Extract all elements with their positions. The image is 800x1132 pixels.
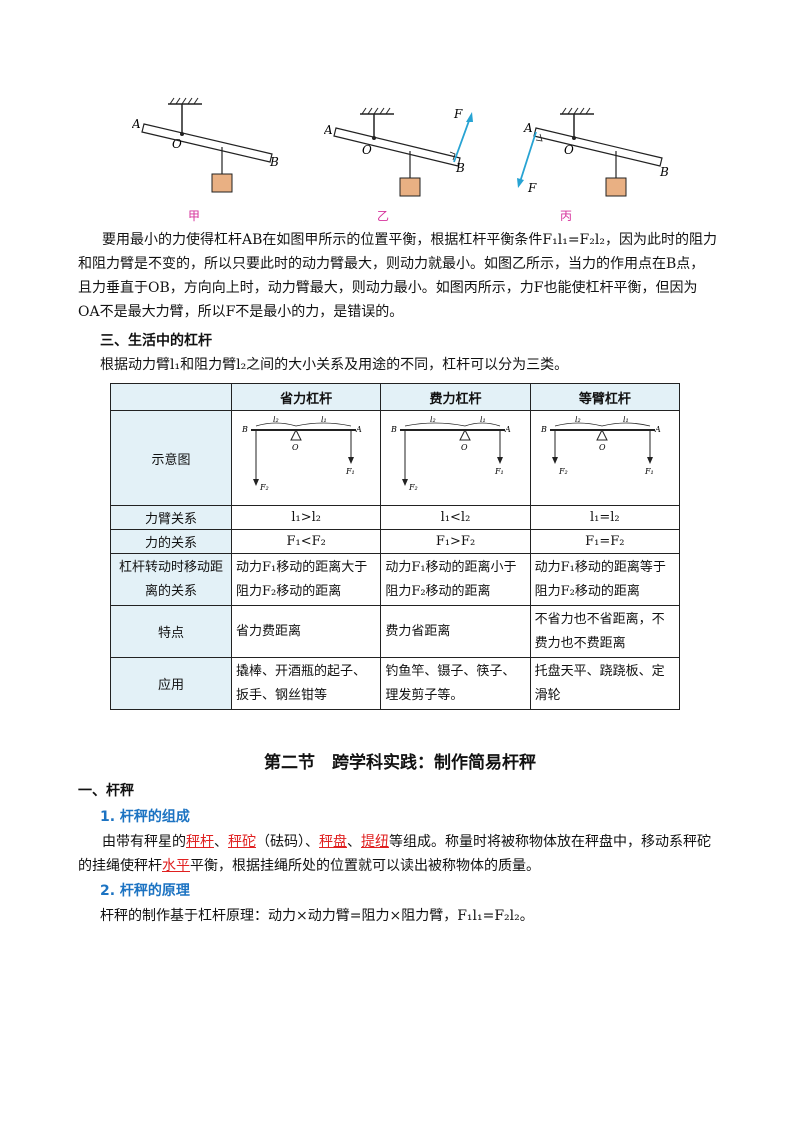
svg-text:O: O (599, 443, 606, 452)
cell-features-costing: 费力省距离 (380, 605, 531, 658)
label-a: A (523, 121, 533, 135)
label-o: O (172, 137, 182, 151)
cell-distance-costing: 动力F₁移动的距离小于阻力F₂移动的距离 (380, 553, 531, 606)
cell-arm-equal: l₁=l₂ (529, 505, 681, 530)
header-blank (110, 383, 232, 411)
svg-text:l₁: l₁ (480, 416, 486, 424)
label-f: F (453, 107, 463, 121)
cell-force-equal: F₁=F₂ (529, 529, 681, 554)
svg-text:l₂: l₂ (575, 416, 581, 424)
svg-text:A: A (504, 425, 511, 434)
term-counterweight: 秤砣 (228, 834, 256, 850)
row-label-diagram: 示意图 (110, 410, 232, 506)
header-force-costing: 费力杠杆 (380, 383, 531, 411)
cell-distance-equal: 动力F₁移动的距离等于阻力F₂移动的距离 (529, 553, 681, 606)
svg-text:B: B (390, 425, 397, 434)
svg-text:l₂: l₂ (273, 416, 279, 424)
svg-text:l₂: l₂ (430, 416, 436, 424)
caption-jia: 甲 (188, 209, 201, 223)
svg-text:F₂: F₂ (259, 483, 269, 492)
paragraph-principle: 杆秤的制作基于杠杆原理：动力×动力臂=阻力×阻力臂，F₁l₁=F₂l₂。 (100, 908, 534, 924)
figure-jia: A O B (132, 97, 279, 193)
svg-text:F₁: F₁ (644, 467, 654, 476)
figure-bing: A O B F (517, 107, 669, 197)
cell-distance-saving: 动力F₁移动的距离大于阻力F₂移动的距离 (230, 553, 382, 606)
term-lifting-cord: 提纽 (361, 834, 389, 850)
paragraph-composition: 由带有秤星的秤杆、秤砣（砝码）、秤盘、提纽等组成。称量时将被称物体放在秤盘中，移… (78, 830, 718, 878)
svg-text:B: B (540, 425, 547, 434)
text-end: 平衡，根据挂绳所处的位置就可以读出被称物体的质量。 (190, 858, 540, 874)
row-label-distance: 杠杆转动时移动距离的关系 (110, 553, 232, 606)
svg-text:F₂: F₂ (408, 483, 418, 492)
svg-text:l₁: l₁ (623, 416, 629, 424)
svg-text:O: O (461, 443, 468, 452)
caption-bing: 丙 (560, 209, 573, 223)
label-f: F (527, 181, 537, 195)
heading-composition: 1. 杆秤的组成 (100, 809, 190, 825)
svg-text:A: A (355, 425, 362, 434)
text-post: 等组成。称量时将被称物体放在秤盘中，移动系秤砣的挂绳使秤杆 (78, 834, 711, 874)
text-mid: （砝码）、 (256, 834, 319, 850)
cell-apps-saving: 撬棒、开酒瓶的起子、扳手、钢丝钳等 (230, 657, 382, 710)
cell-arm-saving: l₁>l₂ (230, 505, 382, 530)
svg-text:F₁: F₁ (494, 467, 504, 476)
svg-text:O: O (292, 443, 299, 452)
cell-features-equal: 不省力也不省距离，不费力也不费距离 (529, 605, 681, 658)
text-sep: 、 (214, 834, 228, 850)
label-a: A (324, 123, 333, 137)
svg-text:F₂: F₂ (558, 467, 568, 476)
cell-arm-costing: l₁<l₂ (380, 505, 531, 530)
svg-text:F₁: F₁ (345, 467, 355, 476)
header-equal-arm: 等臂杠杆 (529, 383, 681, 411)
svg-text:B: B (241, 425, 248, 434)
label-b: B (659, 165, 669, 179)
cell-features-saving: 省力费距离 (230, 605, 382, 658)
text-pre: 由带有秤星的 (102, 834, 186, 850)
cell-apps-costing: 钓鱼竿、镊子、筷子、理发剪子等。 (380, 657, 531, 710)
diagram-equal-arm: B A O l₂ l₁ F₂ F₁ (529, 410, 681, 506)
figure-yi: A O B F (324, 107, 473, 197)
paragraph-optimal-force: 要用最小的力使得杠杆AB在如图甲所示的位置平衡，根据杠杆平衡条件F₁l₁=F₂l… (78, 232, 717, 320)
diagram-force-costing: B A O l₂ l₁ F₂ F₁ (380, 410, 531, 506)
heading-levers-in-life: 三、生活中的杠杆 (100, 333, 212, 349)
intro-text: 根据动力臂l₁和阻力臂l₂之间的大小关系及用途的不同，杠杆可以分为三类。 (100, 357, 569, 373)
caption-yi: 乙 (377, 209, 390, 223)
heading-steelyard: 一、杆秤 (78, 783, 134, 799)
label-a: A (132, 117, 141, 131)
section-title: 第二节 跨学科实践：制作简易杆秤 (264, 753, 536, 773)
cell-force-costing: F₁>F₂ (380, 529, 531, 554)
svg-text:A: A (654, 425, 661, 434)
lever-table: 省力杠杆 费力杠杆 等臂杠杆 示意图 B A O l₂ l₁ F₂ F₁ (110, 383, 681, 710)
row-label-arm: 力臂关系 (110, 505, 232, 530)
text-sep: 、 (347, 834, 361, 850)
cell-force-saving: F₁<F₂ (230, 529, 382, 554)
row-label-force: 力的关系 (110, 529, 232, 554)
heading-principle: 2. 杆秤的原理 (100, 883, 190, 899)
header-force-saving: 省力杠杆 (230, 383, 382, 411)
label-b: B (269, 155, 279, 169)
cell-apps-equal: 托盘天平、跷跷板、定滑轮 (529, 657, 681, 710)
row-label-apps: 应用 (110, 657, 232, 710)
term-horizontal: 水平 (162, 858, 190, 874)
label-o: O (564, 143, 574, 157)
term-scale-beam: 秤杆 (186, 834, 214, 850)
label-b: B (455, 161, 465, 175)
term-scale-pan: 秤盘 (319, 834, 347, 850)
label-o: O (362, 143, 372, 157)
svg-text:l₁: l₁ (321, 416, 327, 424)
row-label-features: 特点 (110, 605, 232, 658)
diagram-force-saving: B A O l₂ l₁ F₂ F₁ (230, 410, 382, 506)
